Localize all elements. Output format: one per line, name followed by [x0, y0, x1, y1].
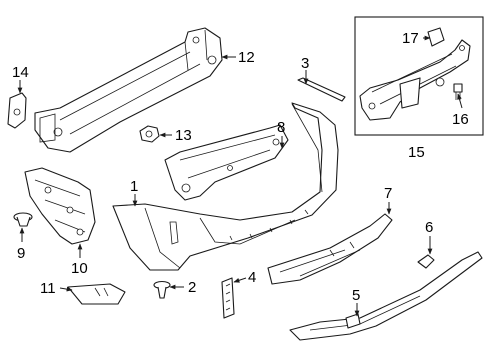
- part-10-side-bracket: [24, 167, 96, 245]
- inset-tow-hitch: [354, 16, 484, 136]
- callout-15: 15: [408, 144, 425, 161]
- part-2-fastener: [153, 280, 171, 299]
- callout-2: 2: [188, 279, 196, 296]
- part-1-bumper-cover: [112, 102, 339, 271]
- part-6-clip: [417, 254, 435, 269]
- callout-7: 7: [384, 185, 392, 202]
- callout-13: 13: [175, 127, 192, 144]
- callout-11: 11: [40, 280, 56, 297]
- leader-lines: [17, 35, 463, 317]
- part-8-support-bracket: [164, 124, 289, 201]
- callout-9: 9: [17, 245, 25, 262]
- part-17-cover: [427, 27, 445, 47]
- callout-12: 12: [238, 49, 255, 66]
- callout-10: 10: [71, 260, 88, 277]
- part-12-reinforcement-beam: [34, 27, 223, 153]
- part-14-bracket: [7, 92, 27, 129]
- callout-8: 8: [277, 119, 285, 136]
- callout-6: 6: [425, 219, 433, 236]
- callout-4: 4: [248, 269, 256, 286]
- callout-1: 1: [130, 178, 138, 195]
- callout-3: 3: [301, 55, 309, 72]
- part-16-bolt: [453, 83, 463, 100]
- part-11-reflector: [67, 283, 126, 305]
- callouts: 1 2 3 4 5 6 7 8 9 10 11 12 13 14 15 16 1…: [12, 30, 469, 304]
- callout-17: 17: [402, 30, 419, 47]
- part-5-lower-trim: [289, 251, 483, 341]
- part-9-clip: [13, 212, 33, 227]
- part-7-diffuser: [267, 213, 393, 285]
- part-3-trim-strip: [297, 77, 346, 102]
- part-4-reflector-strip: [221, 277, 235, 319]
- callout-14: 14: [12, 64, 29, 81]
- callout-16: 16: [452, 111, 469, 128]
- callout-5: 5: [352, 287, 360, 304]
- part-15-tow-hitch: [359, 39, 471, 121]
- part-13-nut: [139, 125, 160, 143]
